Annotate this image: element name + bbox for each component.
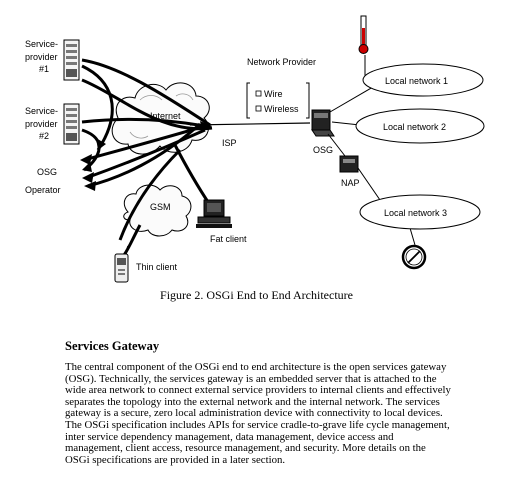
wire-label: Wire	[264, 89, 283, 99]
body-line: OSGi specifications are provided in a la…	[65, 453, 286, 466]
wire-checkbox	[255, 90, 262, 97]
local-network-2-label: Local network 2	[383, 122, 446, 132]
isp-label: ISP	[222, 138, 237, 148]
osg-operator-label-line-2: Operator	[25, 185, 61, 195]
wireless-label: Wireless	[264, 104, 299, 114]
network-provider-label: Network Provider	[247, 57, 316, 67]
body-line: gateway is a secure, zero local administ…	[65, 407, 443, 420]
fat-client-computer-icon	[196, 199, 232, 228]
nap-label: NAP	[341, 178, 360, 188]
local-network-1-label: Local network 1	[385, 76, 448, 86]
osg-device-icon	[311, 109, 335, 137]
thin-client-label: Thin client	[136, 262, 178, 272]
body-line: The OSGi specification includes APIs for…	[65, 418, 450, 431]
local-network-3-ellipse	[359, 194, 481, 230]
body-line: inter service dependency management, dat…	[65, 430, 394, 443]
body-line: The central component of the OSGi end to…	[65, 361, 447, 373]
internet-label: Internet	[150, 111, 181, 121]
provider-connections	[81, 58, 213, 241]
osg-operator-label-line-1: OSG	[37, 167, 57, 177]
arrowheads	[80, 121, 212, 191]
local-network-1-ellipse	[362, 63, 484, 97]
provider-2-label-line-2: provider	[25, 119, 58, 129]
isp-link	[189, 122, 311, 126]
provider-1-label-line-1: Service-	[25, 39, 58, 49]
nap-device-icon	[339, 155, 359, 173]
thin-client-phone-icon	[114, 245, 129, 283]
provider-1-label-line-2: provider	[25, 52, 58, 62]
body-line: management, client access, resource mana…	[65, 442, 426, 455]
provider-2-label-line-1: Service-	[25, 106, 58, 116]
provider-1-label-line-3: #1	[39, 64, 49, 74]
local-network-2-ellipse	[355, 108, 485, 144]
server-icon-provider-2	[63, 103, 80, 145]
fat-client-label: Fat client	[210, 234, 247, 244]
provider-2-label-line-3: #2	[39, 131, 49, 141]
section-body: The central component of the OSGi end to…	[65, 361, 495, 466]
osg-label: OSG	[313, 145, 333, 155]
network-provider-bracket	[246, 82, 250, 119]
body-line: separates the topology into the external…	[65, 395, 440, 408]
body-line: wide area network to connect external se…	[65, 384, 451, 397]
server-icon-provider-1	[63, 39, 80, 81]
gsm-label: GSM	[150, 202, 171, 212]
wireless-checkbox	[255, 105, 262, 112]
body-line: (OSG). Technically, the services gateway…	[65, 372, 437, 385]
figure-caption: Figure 2. OSGi End to End Architecture	[160, 288, 353, 302]
gauge-icon	[401, 244, 427, 270]
local-network-3-label: Local network 3	[384, 208, 447, 218]
section-heading: Services Gateway	[65, 339, 160, 353]
thermometer-icon	[358, 15, 369, 54]
local-network-links	[327, 55, 416, 246]
